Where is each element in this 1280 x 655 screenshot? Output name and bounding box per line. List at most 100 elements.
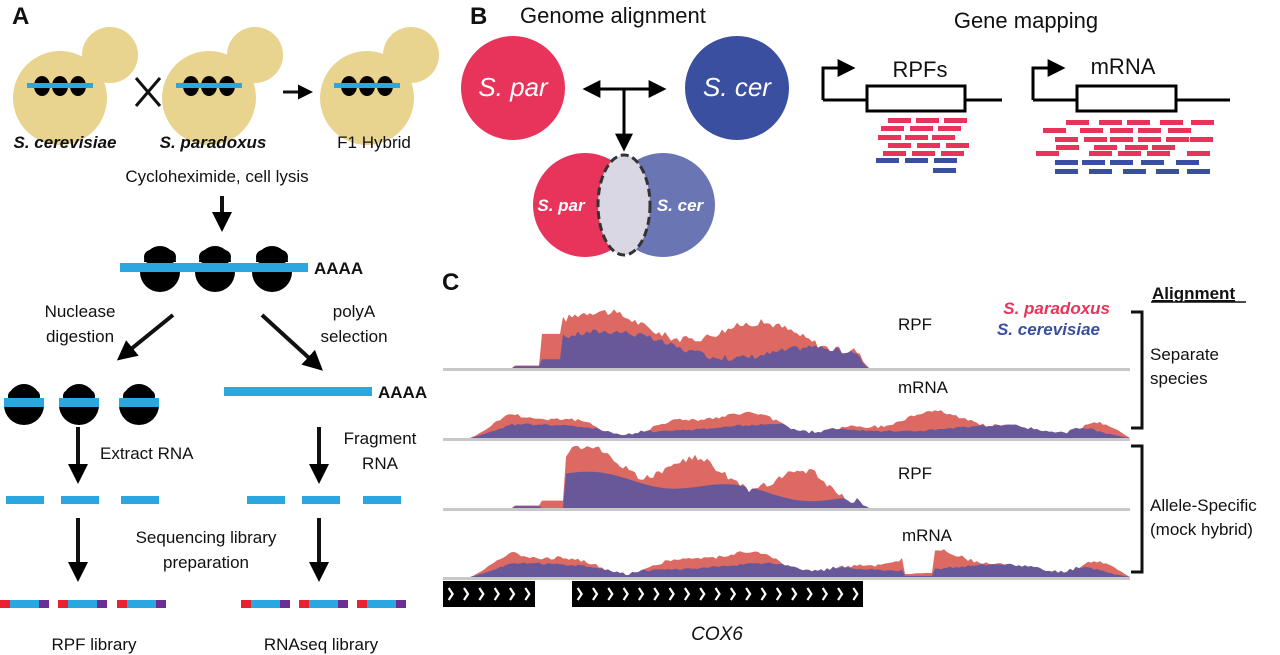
fragment-label-1: Fragment	[344, 429, 417, 448]
rna-fragment	[363, 496, 401, 504]
read-s-par	[1190, 137, 1213, 142]
fragment-label-2: RNA	[362, 454, 399, 473]
polya-label-2: selection	[320, 327, 387, 346]
step-lysis-label: Cycloheximide, cell lysis	[125, 167, 308, 186]
library-prep-label-2: preparation	[163, 553, 249, 572]
read-s-par	[888, 143, 911, 148]
library-molecule	[299, 600, 348, 608]
gene-box-rpf	[865, 84, 967, 113]
gene-box-mrna	[1075, 84, 1178, 113]
strand-chevron-icon	[729, 587, 737, 601]
adapter-3p	[396, 600, 406, 608]
strand-chevron-icon	[699, 587, 706, 601]
sequencing-libraries	[0, 600, 406, 608]
track-label-mrna-separate: mRNA	[898, 378, 949, 397]
strand-chevron-icon	[775, 587, 783, 601]
read-s-cer	[1055, 160, 1078, 165]
monosomes	[4, 384, 159, 425]
coverage-track	[443, 309, 1130, 371]
adapter-3p	[338, 600, 348, 608]
yeast-body	[320, 51, 414, 145]
strand-chevron-icon	[493, 587, 500, 601]
read-s-par	[1147, 151, 1170, 156]
arrow-polya-icon	[260, 313, 323, 371]
library-molecule	[357, 600, 406, 608]
read-s-par	[1094, 145, 1117, 150]
library-molecule	[241, 600, 290, 608]
read-s-par	[910, 126, 933, 131]
read-s-par	[1080, 128, 1103, 133]
ribosome-small-subunit	[59, 405, 99, 425]
strand-chevron-icon	[478, 587, 485, 601]
adapter-3p	[156, 600, 166, 608]
polya-mrna	[224, 387, 372, 396]
coverage-s-cerevisiae	[443, 423, 1130, 438]
ribosome-small-subunit	[4, 405, 44, 425]
gene-model-rpf: RPFs	[821, 57, 1002, 113]
polysome	[120, 246, 308, 292]
read-s-par	[1138, 128, 1161, 133]
read-s-par	[1127, 120, 1150, 125]
library-molecule	[0, 600, 49, 608]
read-s-par	[1125, 145, 1148, 150]
read-s-par	[1166, 137, 1189, 142]
mrna-strand	[176, 83, 242, 88]
strand-chevron-icon	[806, 587, 813, 601]
strand-chevron-icon	[668, 587, 675, 601]
gene-feature-bar	[443, 581, 535, 607]
mrna-strand	[334, 83, 400, 88]
read-s-par	[1187, 151, 1210, 156]
ribosome-small-subunit	[195, 272, 235, 292]
read-s-par	[881, 126, 904, 131]
polya-label-1: polyA	[333, 302, 376, 321]
arrow-nuclease-icon	[116, 313, 175, 361]
ribosome-top	[144, 250, 176, 264]
nuclease-label-2: digestion	[46, 327, 114, 346]
yeast-cells	[13, 27, 439, 145]
strain-label-hybrid: F1 Hybrid	[337, 133, 411, 152]
rna-fragment	[302, 496, 340, 504]
strand-chevron-icon	[576, 587, 583, 601]
s-cer-circle-label: S. cer	[703, 72, 772, 102]
read-s-cer	[934, 158, 957, 163]
strand-chevron-icon	[791, 587, 798, 601]
read-s-par	[1084, 137, 1107, 142]
rna-fragment	[121, 496, 159, 504]
read-s-par	[878, 135, 901, 140]
adapter-5p	[58, 600, 68, 608]
venn-diagram: S. par S. cer	[533, 153, 715, 257]
footprint-rna	[119, 398, 159, 407]
read-s-par	[1056, 145, 1079, 150]
coverage-track	[443, 446, 1130, 511]
extract-rna-label: Extract RNA	[100, 444, 194, 463]
read-s-par	[1152, 145, 1175, 150]
insert	[251, 600, 280, 608]
gene-label-mrna: mRNA	[1091, 54, 1156, 79]
s-par-circle-label: S. par	[478, 72, 549, 102]
adapter-5p	[0, 600, 10, 608]
read-s-par	[1138, 137, 1161, 142]
read-s-par	[1191, 120, 1214, 125]
alignment-header: Alignment	[1152, 284, 1235, 303]
insert	[367, 600, 396, 608]
strain-label-cerevisiae: S. cerevisiae	[13, 133, 116, 152]
insert	[127, 600, 156, 608]
strand-chevron-icon	[592, 587, 599, 601]
yeast-cell	[13, 27, 138, 145]
read-s-par	[1055, 137, 1078, 142]
s-cer-genome-circle	[685, 36, 789, 140]
read-s-cer	[1110, 160, 1133, 165]
panel-c: C RPF mRNA RPF mRNA S. paradoxus S. cere…	[442, 269, 1257, 645]
read-s-par	[941, 151, 964, 156]
promoter-arrow-mrna-icon	[1031, 59, 1066, 100]
read-s-par	[938, 126, 961, 131]
mrna-strand	[27, 83, 93, 88]
read-s-par	[888, 118, 911, 123]
mapped-reads	[876, 118, 1214, 174]
yeast-cell	[320, 27, 439, 145]
strand-chevron-icon	[622, 587, 629, 601]
read-s-par	[912, 151, 935, 156]
strand-chevron-icon	[852, 587, 859, 601]
read-s-par	[1099, 120, 1122, 125]
adapter-3p	[280, 600, 290, 608]
